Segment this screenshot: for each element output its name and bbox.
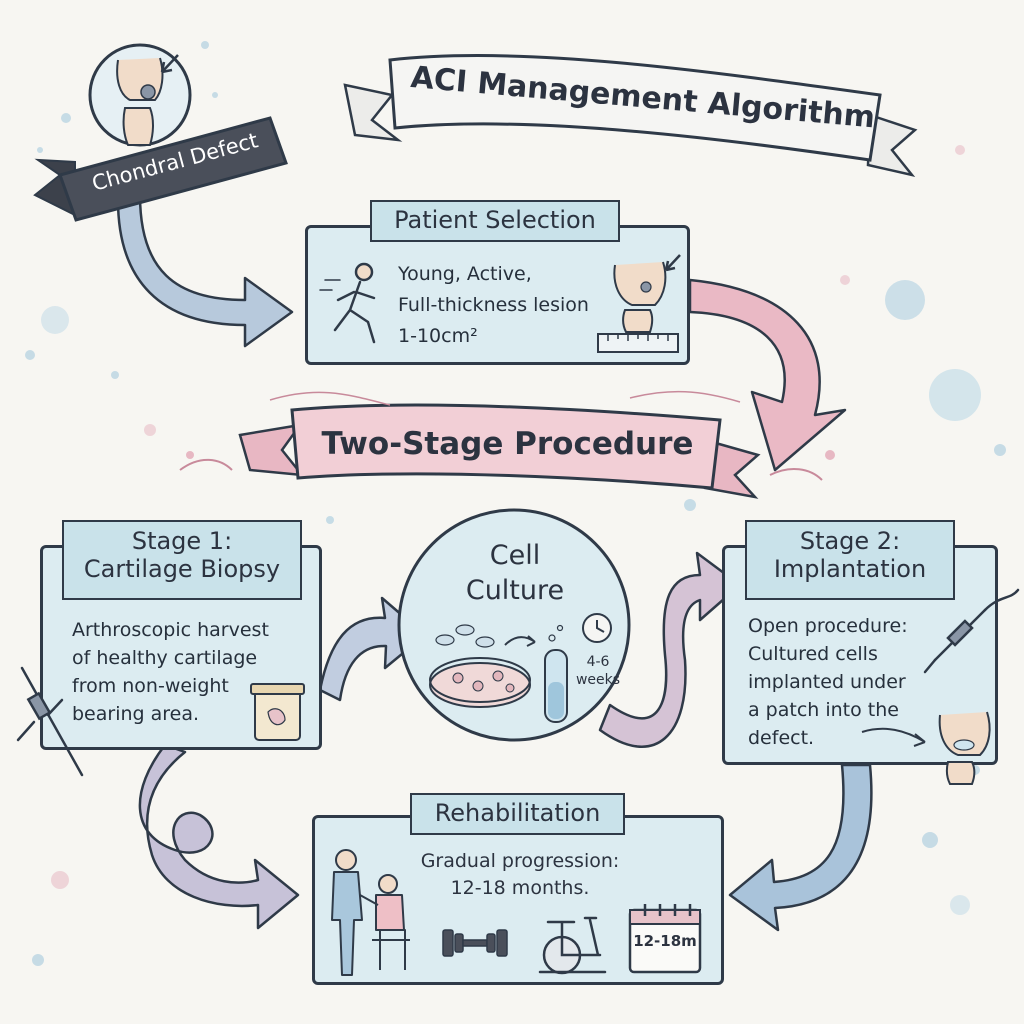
knee-lesion-icon [613,254,681,333]
stage2-heading-line2: Implantation [773,554,927,583]
knee-implant-icon [938,711,991,785]
rehab-heading: Rehabilitation [410,793,625,835]
rehab-line-1: Gradual progression: [420,850,620,872]
injector-icon [923,588,1020,674]
stage1-line-2: of healthy cartilage [72,647,258,669]
stage1-line-1: Arthroscopic harvest [72,619,269,641]
exercise-bike-icon [538,916,607,975]
therapist-patient-icon [331,849,410,976]
cell-culture-title-line1: Cell [489,540,541,571]
specimen-cup-icon [250,683,305,741]
patient-selection-heading: Patient Selection [370,200,620,242]
arrow-selection-to-twostage [688,278,847,472]
stage2-heading: Stage 2: Implantation [745,520,955,600]
knee-defect-icon [88,43,192,147]
runner-icon [319,262,376,344]
dumbbell-icon [442,929,508,957]
chondral-defect-ribbon [33,116,288,222]
rehab-calendar-label: 12-18m [633,932,697,950]
stage1-line-3: from non-weight [72,675,229,697]
cell-culture-title-line2: Culture [465,575,565,606]
arrow-defect-to-selection [116,193,294,348]
stage2-line-1: Open procedure: [748,615,908,637]
stage1-line-4: bearing area. [72,703,200,725]
clock-icon [582,613,612,643]
stage1-heading-line1: Stage 1: [131,527,233,555]
culture-duration-line2: weeks [575,672,621,688]
culture-duration-line1: 4-6 [586,654,610,670]
arrow-stage1-to-rehab [138,743,300,930]
calendar-icon [628,904,702,974]
two-stage-label: Two-Stage Procedure [321,426,694,462]
stage2-line-2: Cultured cells [748,643,878,665]
arthroscope-icon [16,666,84,777]
stage1-heading-line2: Cartilage Biopsy [83,554,281,583]
patient-selection-line-2: Full-thickness lesion [398,294,589,316]
test-tube-icon [544,624,568,723]
rehab-line-2: 12-18 months. [450,877,590,899]
patient-selection-line-3: 1-10cm² [398,325,478,347]
stage2-line-5: defect. [748,727,815,749]
patient-selection-line-1: Young, Active, [398,263,532,285]
petri-dish-icon [429,624,531,708]
stage2-heading-line1: Stage 2: [799,527,901,555]
ruler-icon [597,333,679,353]
stage1-heading: Stage 1: Cartilage Biopsy [62,520,302,600]
stage2-line-4: a patch into the [748,699,899,721]
arrow-stage2-to-rehab [728,763,873,932]
stage2-line-3: implanted under [748,671,906,693]
